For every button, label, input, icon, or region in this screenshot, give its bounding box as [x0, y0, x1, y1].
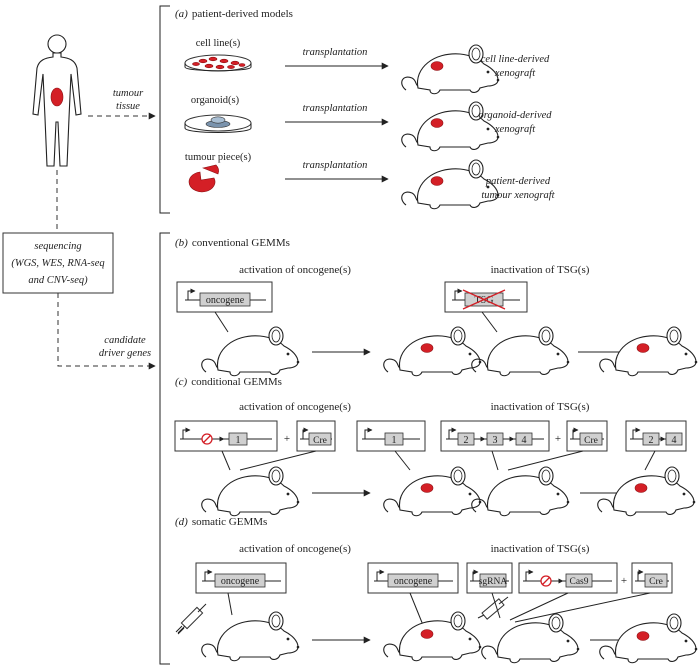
syringe-icon-right: [477, 596, 509, 620]
transplantation-label-3: transplantation: [303, 160, 368, 171]
xenograft-label-2a: organoid-derived: [478, 110, 552, 121]
tsg-cross-b: [462, 289, 506, 310]
oncogene-label-d2: oncogene: [394, 576, 433, 587]
panel-c-title: (c)conditional GEMMs: [175, 376, 282, 388]
gene-1-box-c-result: [384, 432, 404, 446]
oncogene-box-d1: [214, 573, 266, 588]
xenograft-label-1b: xenograft: [494, 68, 536, 79]
gene-1-box-c: [228, 432, 248, 446]
xenograft-mouse-1: [401, 44, 500, 95]
mouse-c1: [201, 466, 300, 517]
panel-d-right-heading: inactivation of TSG(s): [491, 543, 590, 555]
panel-c-left-heading: activation of oncogene(s): [239, 401, 351, 413]
sequencing-label-2: (WGS, WES, RNA-seq: [11, 258, 104, 269]
tsg-label-b: TSG: [475, 295, 494, 306]
xenograft-label-1a: cell line-derived: [481, 54, 550, 65]
gene-2-box-c: [457, 432, 475, 446]
cre-label-c2: Cre: [584, 436, 598, 446]
gene-1-label-c: 1: [236, 435, 241, 446]
mouse-d2: [383, 611, 482, 662]
transplantation-label-1: transplantation: [303, 47, 368, 58]
sgrna-box: [479, 573, 507, 588]
gene-2-box-c-result: [642, 432, 660, 446]
mouse-c4: [597, 466, 696, 517]
xenograft-label-2b: xenograft: [494, 124, 536, 135]
cre-box-d: [644, 573, 668, 588]
petri-dish-cell-lines: [184, 54, 252, 72]
tumor-in-patient: [50, 87, 64, 107]
mouse-c2: [383, 466, 482, 517]
tumour-tissue-label-2: tissue: [116, 101, 140, 112]
sequencing-to-candidate-line: [57, 293, 156, 370]
panel-a: (a)patient-derived models cell line(s) t…: [175, 8, 556, 210]
gene-3-label-c: 3: [493, 435, 498, 446]
syringe-icon-left: [175, 603, 207, 635]
oncogene-label-b: oncogene: [206, 295, 245, 306]
tumour-pieces-icon: [188, 164, 219, 193]
cre-label-d: Cre: [649, 577, 663, 587]
xenograft-mouse-2: [401, 101, 500, 152]
mouse-b1: [201, 326, 300, 377]
panel-c-right-heading: inactivation of TSG(s): [491, 401, 590, 413]
mouse-c3: [471, 466, 570, 517]
plus-d: +: [621, 575, 627, 587]
cre-box-c2: [579, 432, 603, 446]
xenograft-mouse-3: [401, 159, 500, 210]
tumour-pieces-label: tumour piece(s): [185, 152, 252, 163]
gene-1-label-c-result: 1: [392, 435, 397, 446]
gene-4-box-c-result: [665, 432, 683, 446]
cas9-label: Cas9: [570, 577, 589, 587]
gene-4-box-c: [515, 432, 533, 446]
sequencing-label-1: sequencing: [34, 241, 81, 252]
gene-2-label-c: 2: [464, 435, 469, 446]
xenograft-label-3a: patient-derived: [485, 176, 551, 187]
plus-c2: +: [555, 433, 561, 445]
xenograft-label-3b: tumour xenograft: [481, 190, 555, 201]
panel-b-title: (b)conventional GEMMs: [175, 237, 290, 249]
oncogene-box-d2: [387, 573, 439, 588]
candidate-label-2: driver genes: [99, 348, 151, 359]
bracket-a: [159, 5, 170, 214]
gene-4-label-c: 4: [522, 435, 527, 446]
panel-b: (b)conventional GEMMs activation of onco…: [175, 237, 698, 377]
gene-4-label-c-result: 4: [672, 435, 677, 446]
cas9-box: [565, 573, 593, 588]
oncogene-box-b: [199, 292, 251, 307]
panel-b-left-heading: activation of oncogene(s): [239, 264, 351, 276]
bracket-bcd: [159, 232, 170, 665]
sgrna-label: sgRNA: [479, 577, 508, 587]
cre-box-c1: [308, 432, 332, 446]
sequencing-label-3: and CNV-seq): [28, 275, 88, 286]
cre-label-c1: Cre: [313, 436, 327, 446]
petri-dish-organoids: [184, 114, 252, 133]
panel-a-title: (a)patient-derived models: [175, 8, 293, 20]
gene-2-label-c-result: 2: [649, 435, 654, 446]
oncogene-label-d1: oncogene: [221, 576, 260, 587]
cell-lines-label: cell line(s): [196, 38, 241, 49]
mouse-b2: [383, 326, 482, 377]
panel-d-left-heading: activation of oncogene(s): [239, 543, 351, 555]
organoids-label: organoid(s): [191, 95, 240, 106]
patient-figure: [32, 34, 82, 167]
mouse-d4: [599, 613, 698, 664]
panel-d: (d)somatic GEMMs activation of oncogene(…: [175, 516, 698, 664]
plus-c1: +: [284, 433, 290, 445]
panel-c: (c)conditional GEMMs activation of oncog…: [174, 376, 696, 517]
tumour-tissue-label-1: tumour: [113, 88, 144, 99]
panel-d-title: (d)somatic GEMMs: [175, 516, 267, 528]
transplantation-label-2: transplantation: [303, 103, 368, 114]
panel-b-right-heading: inactivation of TSG(s): [491, 264, 590, 276]
candidate-label-1: candidate: [104, 335, 146, 346]
mouse-b4: [599, 326, 698, 377]
mouse-b3: [471, 326, 570, 377]
mouse-d3: [481, 613, 580, 664]
gene-3-box-c: [486, 432, 504, 446]
mouse-d1: [201, 611, 300, 662]
